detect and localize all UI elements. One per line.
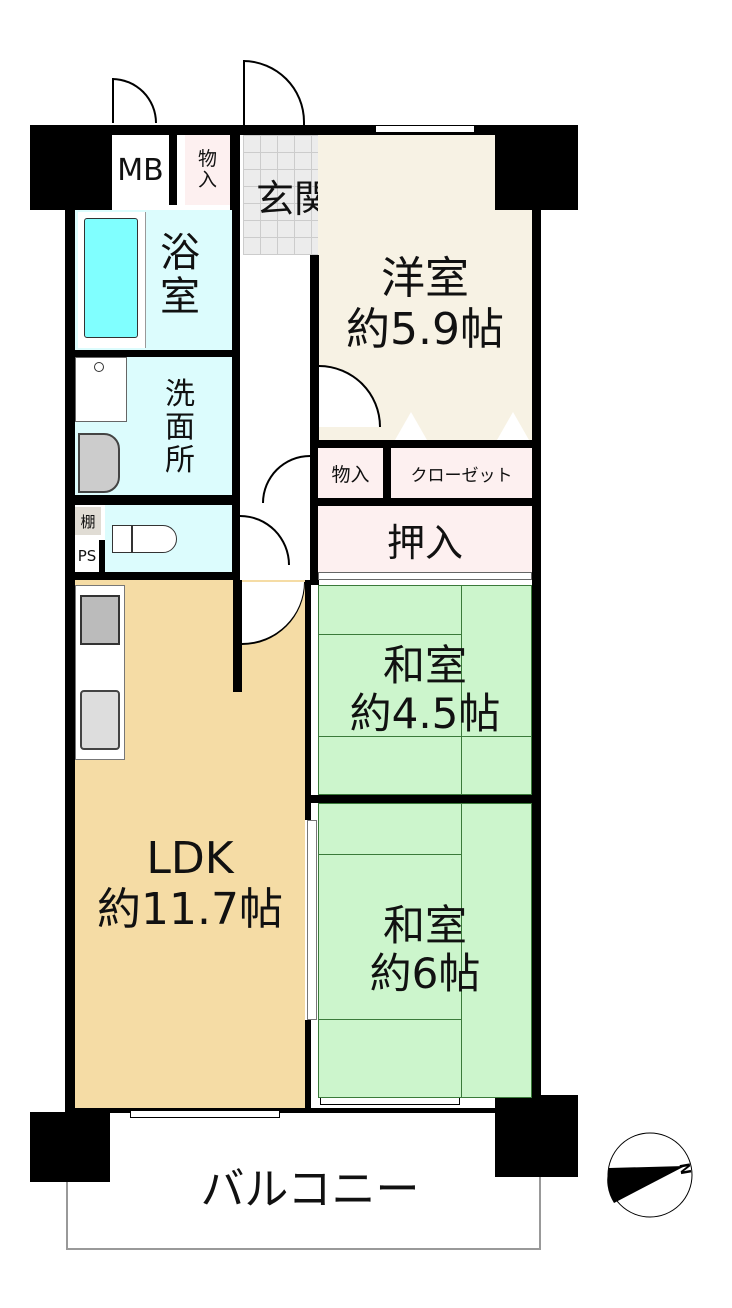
oshiire-label: 押入	[386, 520, 463, 565]
toilet-icon	[112, 525, 132, 553]
mb-door	[112, 78, 157, 123]
wall	[65, 350, 240, 357]
wall	[230, 135, 240, 210]
ps-label: PS	[77, 547, 97, 565]
wall	[310, 440, 540, 448]
small-storage-label: 物入	[331, 463, 370, 486]
washroom-label-box: 洗 面 所	[145, 365, 215, 490]
sliding-door	[318, 572, 532, 580]
pillar-bottom-right	[495, 1095, 578, 1177]
western-room-size: 約5.9帖	[346, 304, 504, 355]
wall	[305, 1020, 311, 1110]
wall	[65, 495, 240, 505]
bathroom-label: 浴 室	[160, 230, 200, 320]
wall	[311, 795, 540, 803]
corridor-door	[262, 455, 310, 503]
japanese-room-2-size: 約6帖	[369, 949, 481, 998]
wall-bottom	[65, 1108, 541, 1113]
closet: クローゼット	[391, 448, 532, 498]
sliding-door-ldk	[307, 820, 317, 1020]
closet-label: クローゼット	[410, 465, 513, 486]
mb-label: MB	[117, 152, 164, 188]
ps: PS	[75, 540, 105, 572]
small-storage: 物入	[318, 448, 383, 498]
japanese-room-2	[318, 803, 532, 1098]
compass-icon: N	[607, 1132, 693, 1218]
ldk-name: LDK	[146, 833, 234, 885]
entrance-door	[243, 60, 305, 125]
entry-storage-label: 物 入	[197, 148, 217, 191]
bathtub-water	[84, 218, 138, 338]
wall	[305, 580, 311, 820]
compass-north-label: N	[675, 1162, 693, 1176]
wall-left	[65, 205, 75, 1115]
japanese-room-1-name: 和室	[382, 640, 467, 690]
japanese-room-1-label: 和室 約4.5帖	[318, 630, 532, 750]
japanese-room-2-name: 和室	[382, 900, 467, 950]
balcony-label: バルコニー	[200, 1164, 420, 1215]
ldk-label: LDK 約11.7帖	[75, 820, 305, 950]
wall	[310, 498, 540, 506]
wall	[65, 572, 240, 580]
shelf-label: 棚	[80, 512, 96, 531]
bathroom-label-box: 浴 室	[150, 220, 210, 330]
window-ldk	[130, 1110, 280, 1118]
washing-machine-space	[75, 357, 127, 422]
western-room-label: 洋室 約5.9帖	[318, 240, 532, 370]
wall-right	[532, 205, 541, 1105]
western-room-name: 洋室	[381, 253, 469, 305]
kitchen-sink-icon	[80, 690, 120, 750]
closet-door-icon	[497, 412, 529, 440]
drain-icon	[94, 362, 104, 372]
toilet-bowl-icon	[132, 525, 177, 553]
western-room-ext	[495, 210, 532, 440]
toilet-door	[240, 515, 290, 565]
japanese-room-2-label: 和室 約6帖	[318, 890, 532, 1010]
mb-closet: MB	[112, 135, 177, 205]
entry-storage: 物 入	[185, 135, 230, 205]
shelf: 棚	[75, 507, 101, 535]
closet-door-icon	[395, 412, 427, 440]
stove-icon	[80, 595, 120, 645]
ldk-size: 約11.7帖	[97, 884, 283, 935]
japanese-room-1-size: 約4.5帖	[349, 689, 501, 738]
japanese-room-1	[318, 585, 532, 795]
pillar-top-left	[30, 125, 112, 210]
wall-top	[30, 125, 578, 135]
oshiire: 押入	[318, 506, 532, 572]
wall	[233, 580, 242, 692]
pillar-top-right	[495, 125, 578, 210]
washroom-label: 洗 面 所	[165, 377, 195, 478]
pillar-bottom-left	[30, 1112, 110, 1182]
sink-icon	[78, 433, 120, 493]
window-washitsu	[320, 1097, 460, 1105]
window-top	[375, 125, 475, 133]
wall	[383, 440, 391, 500]
wall	[310, 255, 319, 585]
wall	[232, 205, 240, 585]
